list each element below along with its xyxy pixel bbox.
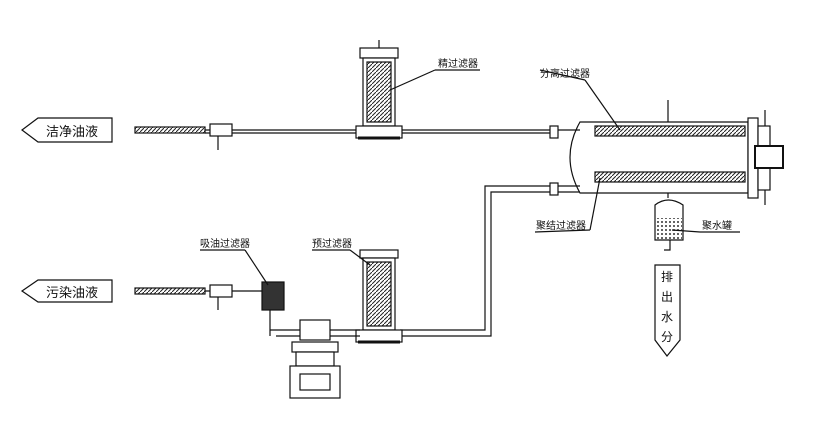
clean-oil-label: 洁净油液 — [46, 125, 98, 140]
pre-filter-label: 预过滤器 — [312, 237, 352, 250]
drain-char-1: 排 — [661, 270, 673, 284]
connecting-pipe — [400, 125, 580, 337]
clean-oil-outlet — [21, 117, 555, 150]
water-tank-label: 聚水罐 — [702, 219, 732, 232]
suction-filter-label: 吸油过滤器 — [200, 237, 250, 250]
drain-char-4: 分 — [661, 330, 673, 344]
dirty-oil-inlet — [20, 279, 265, 310]
drain-char-3: 水 — [661, 310, 673, 324]
fine-filter — [355, 40, 480, 140]
dirty-oil-label: 污染油液 — [46, 286, 98, 301]
fine-filter-label: 精过滤器 — [438, 57, 478, 70]
separation-filter-vessel — [534, 69, 784, 233]
pump-motor — [289, 319, 341, 399]
separation-filter-label: 分离过滤器 — [540, 67, 590, 80]
pre-filter — [312, 249, 403, 344]
drain-water-arrow — [654, 264, 681, 357]
water-collection-tank — [654, 193, 740, 251]
coalescing-filter-label: 聚结过滤器 — [536, 219, 586, 232]
drain-char-2: 出 — [661, 290, 673, 304]
